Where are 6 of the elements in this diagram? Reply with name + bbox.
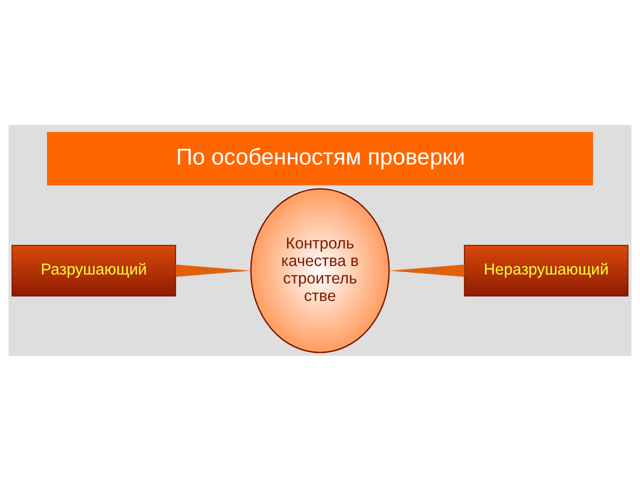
node-box: Неразрушающий [464,244,628,296]
node-box: Разрушающий [12,244,176,296]
connector [176,264,251,276]
diagram-title: По особенностям проверки [176,143,466,170]
node-ellipse: Контроль качества в строитель стве [250,188,390,353]
connector [389,264,464,276]
